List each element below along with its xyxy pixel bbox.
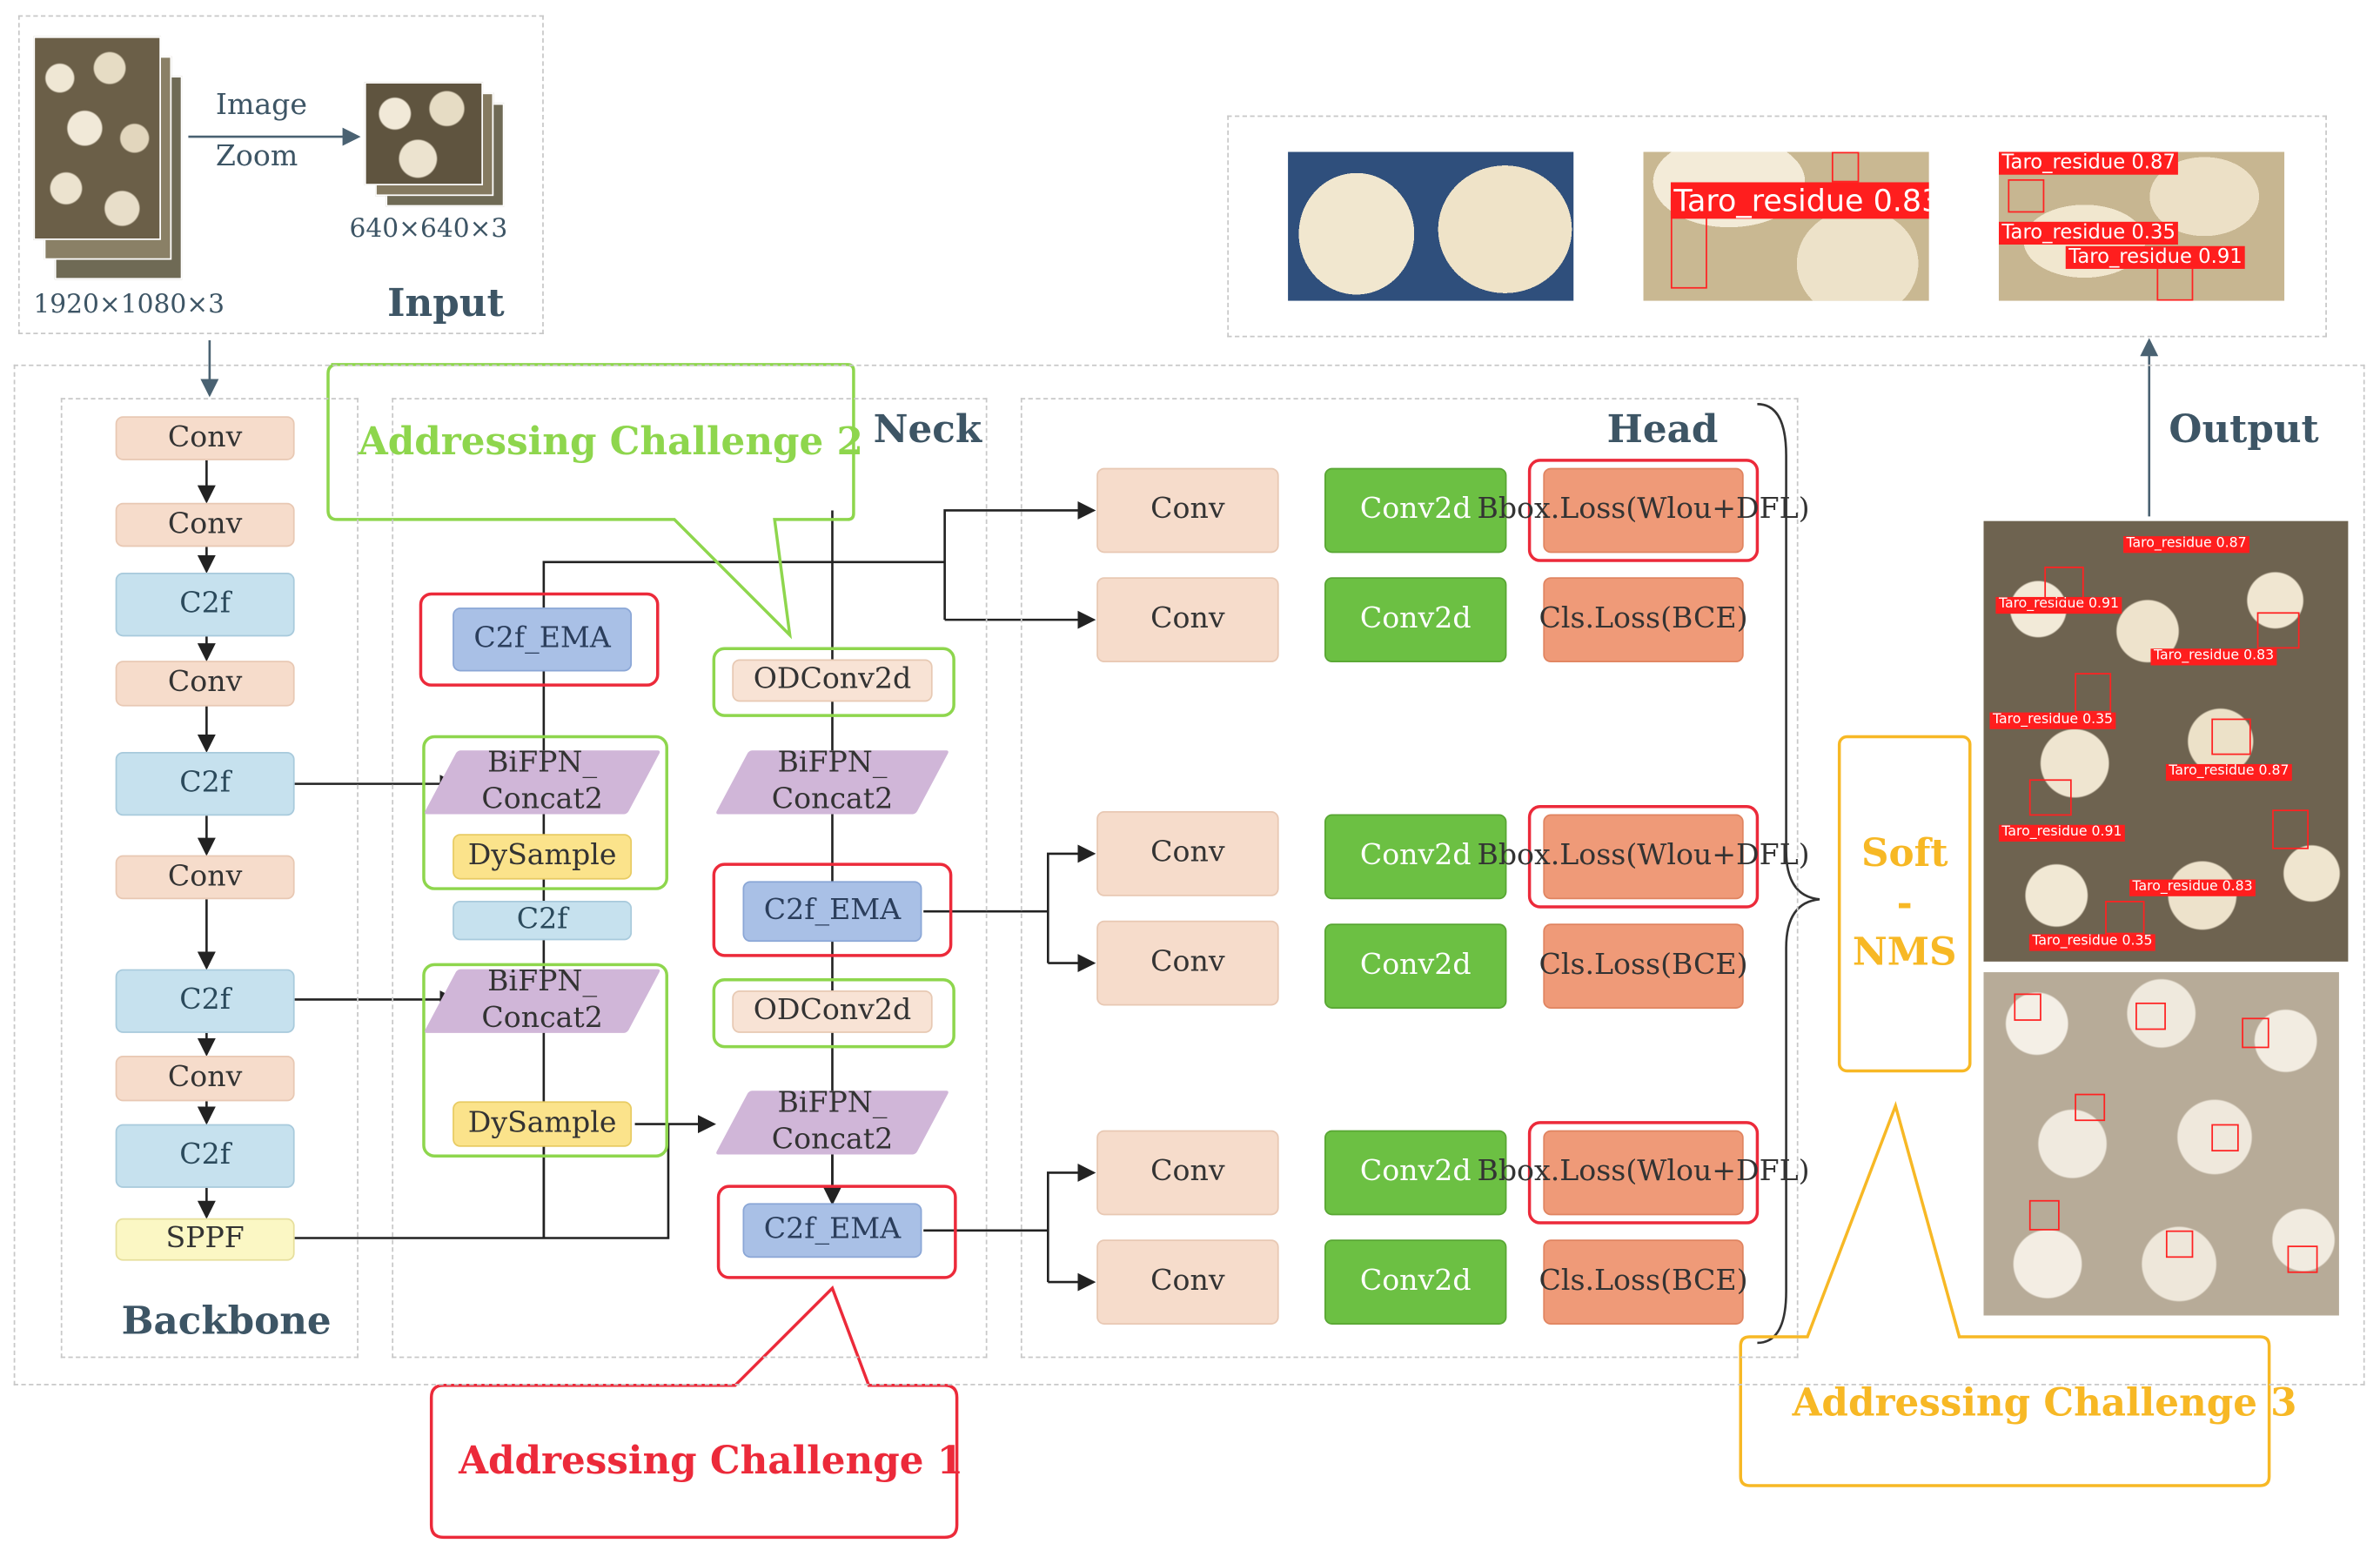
head-conv-3: Conv	[1096, 811, 1279, 896]
head-conv2d-5: Conv2d	[1324, 1130, 1507, 1216]
backbone-block-1: Conv	[115, 416, 295, 460]
backbone-block-3: C2f	[115, 573, 295, 637]
challenge2-highlight-odconv-1	[712, 647, 955, 717]
backbone-frame	[60, 398, 359, 1359]
head-bbox-loss-3: Bbox.Loss(Wlou+DFL)	[1477, 1130, 1810, 1216]
original-size-label: 1920×1080×3	[33, 290, 225, 321]
model-frame	[13, 364, 2365, 1386]
head-conv-5: Conv	[1096, 1130, 1279, 1216]
neck-frame	[392, 398, 988, 1359]
head-conv2d-1: Conv2d	[1324, 467, 1507, 554]
head-conv2d-2: Conv2d	[1324, 577, 1507, 662]
neck-c2f: C2f	[453, 901, 633, 941]
arrow-label-image: Image	[215, 88, 308, 122]
neck-bifpn-concat-4: BiFPN_Concat2	[714, 1086, 950, 1156]
zoomed-size-label: 640×640×3	[349, 214, 508, 245]
neck-dysample-2: DySample	[453, 1101, 633, 1147]
output-preview-3: Taro_residue 0.87 Taro_residue 0.91 Taro…	[1998, 151, 2285, 301]
input-title: Input	[387, 280, 505, 325]
head-cls-loss-2: Cls.Loss(BCE)	[1539, 923, 1748, 1009]
neck-bifpn-concat-3: BiFPN_Concat2	[714, 746, 950, 815]
neck-odconv2d-2: ODConv2d	[732, 990, 933, 1033]
head-conv-1: Conv	[1096, 467, 1279, 554]
head-conv2d-3: Conv2d	[1324, 814, 1507, 900]
head-conv-4: Conv	[1096, 920, 1279, 1006]
detection-label-small-3: Taro_residue 0.35	[1998, 221, 2179, 245]
output-detection-image-2	[1983, 972, 2339, 1316]
backbone-block-4: Conv	[115, 661, 295, 707]
output-preview-2: Taro_residue 0.83	[1643, 151, 1929, 301]
neck-bifpn-concat-1: BiFPN_Concat2	[423, 746, 661, 815]
challenge2-highlight-odconv-2	[712, 978, 955, 1049]
neck-odconv2d-1: ODConv2d	[732, 659, 933, 702]
neck-dysample-1: DySample	[453, 834, 633, 880]
head-conv2d-6: Conv2d	[1324, 1239, 1507, 1325]
head-bbox-loss-2: Bbox.Loss(Wlou+DFL)	[1477, 814, 1810, 900]
head-cls-loss-1: Cls.Loss(BCE)	[1539, 577, 1748, 662]
output-preview-frame	[1227, 115, 2327, 338]
head-bbox-loss-1: Bbox.Loss(Wlou+DFL)	[1477, 467, 1810, 554]
neck-title: Neck	[873, 406, 982, 452]
backbone-block-9: C2f	[115, 1124, 295, 1188]
backbone-block-2: Conv	[115, 502, 295, 547]
backbone-block-7: C2f	[115, 969, 295, 1033]
challenge-highlight-bbox-2	[1527, 805, 1760, 909]
arrow-label-zoom: Zoom	[215, 139, 298, 173]
input-zoomed-image-stack	[364, 82, 505, 207]
challenge-3-label: Addressing Challenge 3	[1792, 1380, 2297, 1426]
challenge-highlight-bbox-3	[1527, 1121, 1760, 1225]
output-title: Output	[2169, 406, 2319, 452]
challenge1-highlight-c2f-ema	[419, 592, 660, 687]
challenge-2-label: Addressing Challenge 2	[358, 419, 863, 464]
detection-label-large: Taro_residue 0.83	[1670, 182, 1929, 219]
head-conv-2: Conv	[1096, 577, 1279, 662]
head-frame	[1020, 398, 1799, 1359]
backbone-block-5: C2f	[115, 751, 295, 816]
detection-label-small-2: Taro_residue 0.91	[2065, 245, 2246, 269]
backbone-block-8: Conv	[115, 1056, 295, 1102]
backbone-block-sppf: SPPF	[115, 1218, 295, 1261]
backbone-title: Backbone	[121, 1299, 332, 1343]
head-conv-6: Conv	[1096, 1239, 1279, 1325]
soft-nms-box: Soft - NMS	[1837, 735, 1972, 1073]
challenge-highlight-bbox-1	[1527, 459, 1760, 562]
input-original-image-stack	[33, 36, 183, 280]
challenge2-highlight-2	[422, 963, 668, 1158]
neck-c2f-ema-middle: C2f_EMA	[742, 881, 922, 943]
challenge-1-label: Addressing Challenge 1	[459, 1438, 964, 1483]
output-detection-image-1: Taro_residue 0.87 Taro_residue 0.91 Taro…	[1983, 520, 2349, 962]
neck-bifpn-concat-2: BiFPN_Concat2	[423, 965, 661, 1035]
head-conv2d-4: Conv2d	[1324, 923, 1507, 1009]
neck-c2f-ema-top: C2f_EMA	[453, 607, 633, 672]
detection-label-small: Taro_residue 0.87	[1998, 151, 2179, 175]
head-cls-loss-3: Cls.Loss(BCE)	[1539, 1239, 1748, 1325]
challenge1-highlight-c2f-ema-3	[716, 1185, 957, 1279]
backbone-block-6: Conv	[115, 855, 295, 900]
neck-c2f-ema-bottom: C2f_EMA	[742, 1203, 922, 1258]
output-preview-1	[1288, 151, 1574, 301]
head-title: Head	[1606, 406, 1719, 452]
challenge1-highlight-c2f-ema-2	[712, 862, 953, 957]
input-frame	[17, 15, 544, 334]
